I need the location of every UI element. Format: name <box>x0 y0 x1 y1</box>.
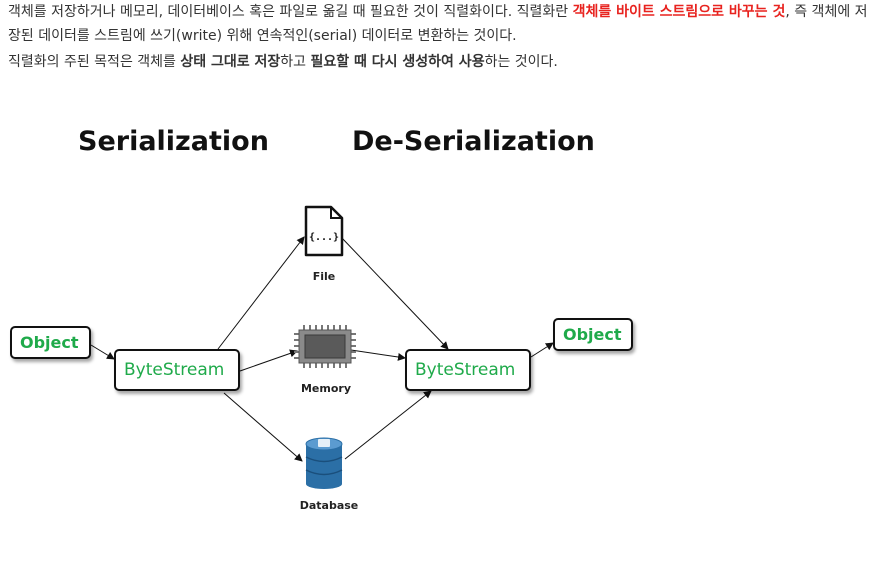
arrow-to-file <box>217 236 305 350</box>
purpose-text-1: 직렬화의 주된 목적은 객체를 <box>8 54 181 70</box>
highlight-definition: 객체를 바이트 스트림으로 바꾸는 것 <box>572 4 786 20</box>
memory-chip-icon <box>294 325 356 368</box>
database-label: Database <box>299 499 359 512</box>
arrow-bytestream-to-object <box>530 342 554 358</box>
arrow-to-memory <box>239 349 298 372</box>
file-label: File <box>312 270 336 283</box>
bytestream-box-right: ByteStream <box>405 349 531 391</box>
arrow-database-to-bytestream <box>344 390 432 460</box>
arrow-file-to-bytestream <box>340 236 449 350</box>
intro-text-2: , 즉 객체에 저장된 데이터를 스트림에 쓰기(write) 위해 연속적인(… <box>8 4 868 44</box>
arrow-memory-to-bytestream <box>350 349 406 361</box>
bytestream-right-label: ByteStream <box>415 360 516 380</box>
file-icon: {...} <box>304 205 344 257</box>
bytestream-left-label: ByteStream <box>124 360 225 380</box>
arrow-to-database <box>223 392 303 462</box>
object-right-label: Object <box>563 325 622 344</box>
purpose-bold-2: 필요할 때 다시 생성하여 사용 <box>310 54 485 70</box>
arrow-object-to-bytestream <box>90 344 115 360</box>
memory-label: Memory <box>300 382 352 395</box>
file-glyph: {...} <box>309 232 339 243</box>
bytestream-box-left: ByteStream <box>114 349 240 391</box>
object-box-left: Object <box>10 326 91 359</box>
intro-text-1: 객체를 저장하거나 메모리, 데이터베이스 혹은 파일로 옮길 때 필요한 것이… <box>8 4 573 20</box>
database-icon <box>305 437 343 489</box>
intro-paragraph: 객체를 저장하거나 메모리, 데이터베이스 혹은 파일로 옮길 때 필요한 것이… <box>8 0 878 48</box>
purpose-bold-1: 상태 그대로 저장 <box>180 54 281 70</box>
purpose-text-2: 하고 <box>280 54 311 70</box>
object-box-right: Object <box>553 318 633 351</box>
deserialization-title: De-Serialization <box>352 126 595 157</box>
purpose-paragraph: 직렬화의 주된 목적은 객체를 상태 그대로 저장하고 필요할 때 다시 생성하… <box>8 50 878 74</box>
purpose-text-3: 하는 것이다. <box>484 54 558 70</box>
serialization-title: Serialization <box>78 126 269 157</box>
object-left-label: Object <box>20 333 79 352</box>
